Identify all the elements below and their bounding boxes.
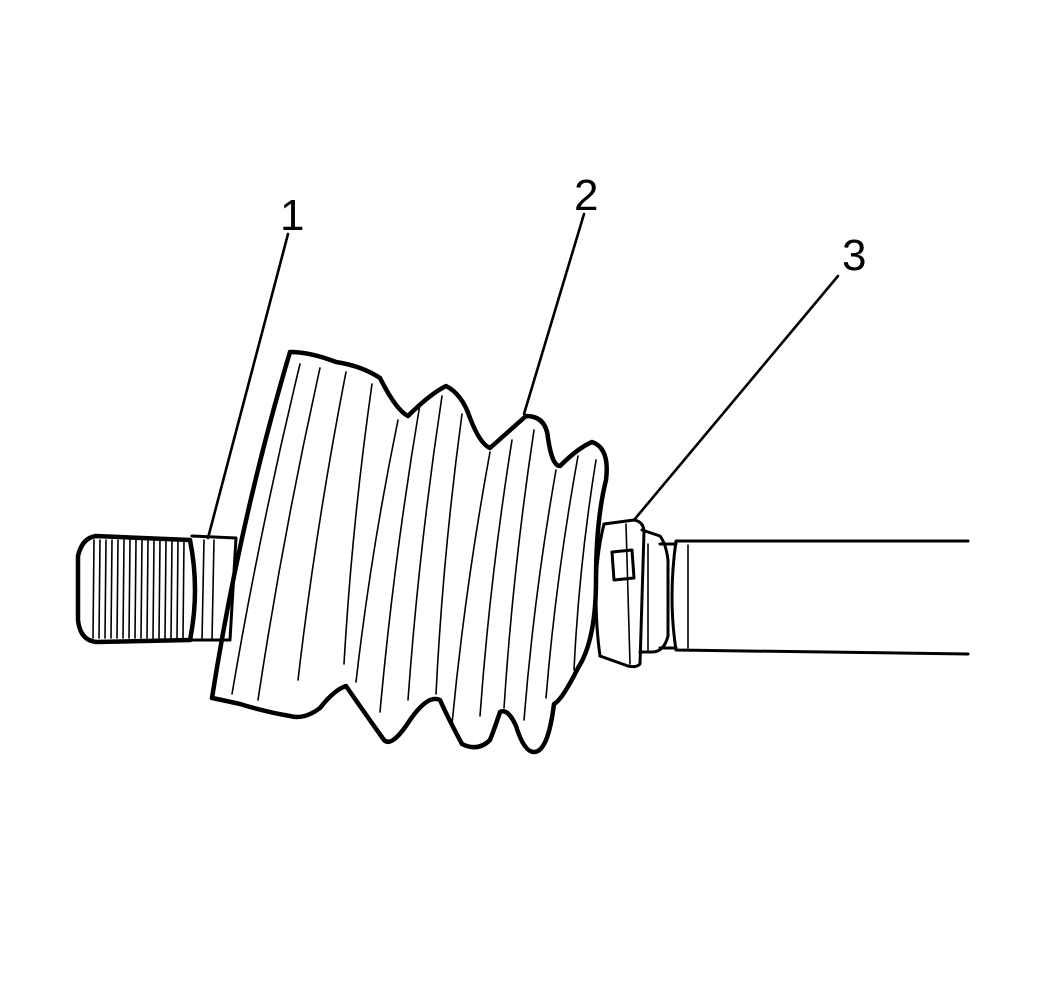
spline-ridge bbox=[146, 539, 149, 639]
shaft-collar bbox=[638, 528, 678, 654]
callout-2: 2 bbox=[574, 171, 598, 220]
spline-ridge bbox=[128, 539, 131, 639]
cv-boot bbox=[209, 349, 609, 755]
spline-ridge bbox=[170, 539, 173, 639]
spline-ridge bbox=[98, 539, 101, 639]
boot-fold-line bbox=[231, 363, 301, 695]
spline-ridge bbox=[140, 539, 143, 639]
spline-ridge bbox=[116, 539, 119, 639]
callout-3: 3 bbox=[842, 231, 866, 280]
leader-line-1 bbox=[206, 232, 290, 540]
boot-fold-line bbox=[573, 459, 597, 671]
spline-ridge bbox=[134, 539, 137, 639]
boot-fold-line bbox=[343, 383, 373, 665]
leader-line-3 bbox=[632, 274, 840, 522]
boot-fold-line bbox=[435, 413, 463, 695]
boot-fold-line bbox=[297, 371, 347, 681]
boot-fold-line bbox=[479, 439, 513, 717]
spline-ridge bbox=[164, 539, 167, 639]
boot-clamp bbox=[594, 518, 646, 669]
spline-ridge bbox=[110, 539, 113, 639]
leader-lines bbox=[206, 212, 840, 540]
boot-fold-line bbox=[379, 403, 421, 713]
spline-ridge bbox=[122, 539, 125, 639]
callout-1: 1 bbox=[280, 191, 304, 240]
boot-fold-line bbox=[407, 395, 443, 701]
axle-shaft bbox=[670, 539, 970, 656]
boot-fold-line bbox=[545, 455, 579, 699]
spline-ridge bbox=[92, 539, 95, 639]
spline-ridge bbox=[104, 539, 107, 639]
spline-ridge bbox=[158, 539, 161, 639]
splined-stub bbox=[75, 533, 198, 645]
boot-fold-line bbox=[523, 469, 557, 721]
leader-line-2 bbox=[522, 212, 586, 416]
boot-fold-line bbox=[451, 451, 491, 725]
spline-ridge bbox=[152, 539, 155, 639]
spline-ridge bbox=[182, 539, 185, 639]
boot-fold-line bbox=[355, 419, 399, 683]
boot-fold-line bbox=[503, 429, 535, 709]
spline-ridge bbox=[176, 539, 179, 639]
boot-fold-line bbox=[257, 367, 321, 701]
